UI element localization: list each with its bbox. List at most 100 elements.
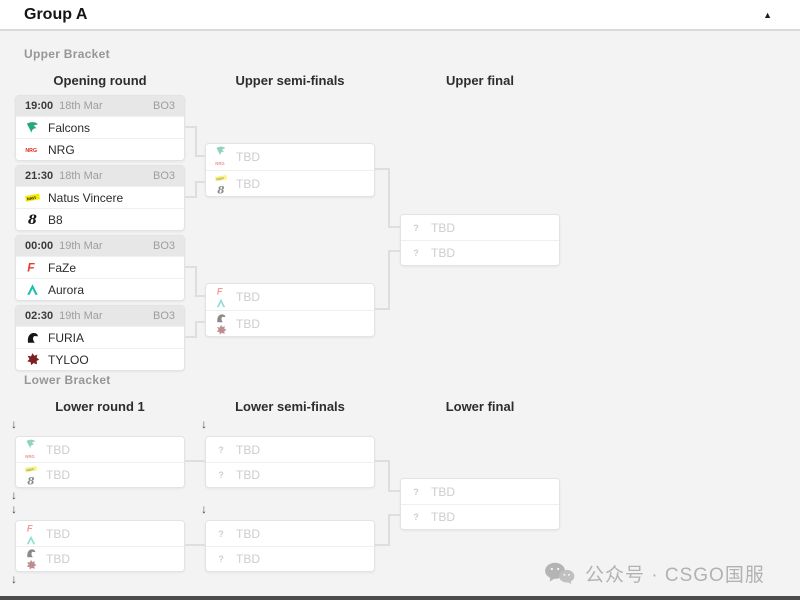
- candidate-logos: [25, 463, 38, 487]
- candidate-logos: [410, 222, 423, 234]
- tyloo-logo: [25, 559, 37, 571]
- team-row[interactable]: Falcons: [16, 116, 184, 138]
- bracket-connector: [195, 181, 197, 198]
- aurora-logo: [25, 534, 37, 546]
- team-name: TBD: [46, 468, 70, 482]
- match-date: 19th Mar: [59, 240, 103, 252]
- match-card[interactable]: TBD TBD: [205, 436, 375, 488]
- team-name: Aurora: [48, 282, 85, 297]
- bracket-connector: [195, 155, 205, 157]
- bracket-connector: [185, 544, 205, 546]
- match-card[interactable]: TBD TBD: [205, 520, 375, 572]
- bracket-connector: [375, 168, 388, 170]
- question-icon: [215, 553, 227, 565]
- bracket-connector: [388, 250, 400, 252]
- question-icon: [215, 469, 227, 481]
- match-card[interactable]: TBD TBD: [205, 143, 375, 197]
- match-date: 19th Mar: [59, 310, 103, 322]
- team-name: TBD: [431, 484, 455, 499]
- question-icon: [410, 486, 422, 498]
- team-name: B8: [48, 212, 63, 227]
- team-name: TBD: [236, 150, 260, 164]
- falcons-logo: [215, 145, 227, 157]
- match-card[interactable]: TBD TBD: [15, 436, 185, 488]
- upper-bracket-label: Upper Bracket: [24, 47, 110, 61]
- bracket-connector: [388, 490, 400, 492]
- match-card[interactable]: TBD TBD: [15, 520, 185, 572]
- aurora-logo: [25, 282, 40, 297]
- drop-arrow-icon: ↓: [11, 417, 17, 431]
- drop-arrow-icon: ↓: [201, 502, 207, 516]
- match-card[interactable]: 00:00 19th Mar BO3 FaZe Aurora: [15, 235, 185, 301]
- bracket-connector: [185, 196, 195, 198]
- column-header-lower-semi-finals: Lower semi-finals: [235, 399, 345, 414]
- team-row[interactable]: FURIA: [16, 326, 184, 348]
- b8-logo: [215, 184, 227, 196]
- candidate-logos: [25, 438, 38, 462]
- candidate-logos: [215, 553, 228, 565]
- team-name: TBD: [236, 316, 260, 331]
- bracket-connector: [388, 514, 390, 546]
- group-header[interactable]: Group A ▲: [0, 0, 800, 31]
- tbd-row: TBD: [16, 546, 184, 571]
- b8-logo: [25, 475, 37, 487]
- match-format: BO3: [152, 170, 175, 182]
- match-card[interactable]: 02:30 19th Mar BO3 FURIA TYLOO: [15, 305, 185, 371]
- team-name: TBD: [46, 552, 70, 566]
- furia-logo: [215, 312, 227, 324]
- tbd-row: TBD: [401, 240, 559, 265]
- candidate-logos: [215, 145, 228, 169]
- team-row[interactable]: TYLOO: [16, 348, 184, 370]
- team-name: Natus Vincere: [48, 190, 124, 205]
- match-card[interactable]: TBD TBD: [400, 214, 560, 266]
- bracket-connector: [195, 266, 197, 297]
- bracket-connector: [388, 226, 400, 228]
- faze-logo: [25, 260, 40, 275]
- match-format: BO3: [152, 310, 175, 322]
- candidate-logos: [25, 547, 38, 571]
- furia-logo: [25, 330, 40, 345]
- tbd-row: TBD: [206, 521, 374, 546]
- team-name: FURIA: [48, 330, 84, 345]
- team-row[interactable]: Natus Vincere: [16, 186, 184, 208]
- tbd-row: TBD: [16, 462, 184, 487]
- candidate-logos: [215, 444, 228, 456]
- lower-bracket-label: Lower Bracket: [24, 373, 111, 387]
- team-row[interactable]: FaZe: [16, 256, 184, 278]
- match-card[interactable]: TBD TBD: [400, 478, 560, 530]
- candidate-logos: [25, 522, 38, 546]
- match-time: 00:00: [25, 240, 54, 252]
- team-name: TBD: [431, 510, 455, 524]
- team-name: TBD: [236, 176, 260, 191]
- team-row[interactable]: NRG: [16, 138, 184, 160]
- furia-logo: [25, 547, 37, 559]
- tbd-row: TBD: [206, 546, 374, 571]
- bracket-connector: [388, 168, 390, 228]
- bracket-connector: [388, 514, 400, 516]
- match-card[interactable]: TBD TBD: [205, 283, 375, 337]
- bottom-edge: [0, 596, 800, 600]
- team-name: TBD: [236, 552, 260, 566]
- tbd-row: TBD: [206, 310, 374, 336]
- candidate-logos: [215, 172, 228, 196]
- faze-logo: [25, 522, 37, 534]
- column-header-opening-round: Opening round: [53, 73, 147, 88]
- bracket-connector: [185, 126, 195, 128]
- team-name: FaZe: [48, 260, 77, 275]
- watermark-text: 公众号 · CSGO国服: [585, 565, 765, 586]
- bracket-connector: [185, 266, 195, 268]
- aurora-logo: [215, 297, 227, 309]
- tbd-row: TBD: [401, 504, 559, 529]
- match-card[interactable]: 19:00 18th Mar BO3 Falcons NRG: [15, 95, 185, 161]
- tbd-row: TBD: [401, 215, 559, 240]
- nrg-logo: [215, 157, 227, 169]
- bracket-connector: [185, 336, 195, 338]
- match-date: 18th Mar: [59, 100, 103, 112]
- collapse-icon[interactable]: ▲: [763, 9, 772, 20]
- team-name: TBD: [236, 442, 260, 457]
- match-card[interactable]: 21:30 18th Mar BO3 Natus Vincere B8: [15, 165, 185, 231]
- tbd-row: TBD: [16, 437, 184, 462]
- team-row[interactable]: Aurora: [16, 278, 184, 300]
- candidate-logos: [410, 511, 423, 523]
- team-row[interactable]: B8: [16, 208, 184, 230]
